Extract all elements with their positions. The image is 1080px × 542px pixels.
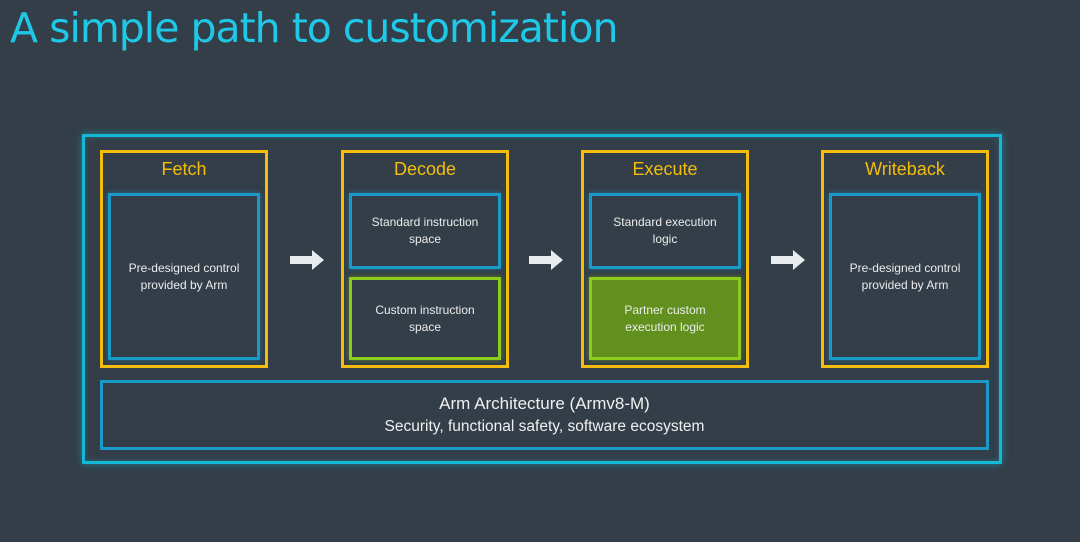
architecture-box: Arm Architecture (Armv8-M) Security, fun… [100,380,989,450]
standard-execution-box: Standard execution logic [589,193,741,269]
architecture-title: Arm Architecture (Armv8-M) [439,394,650,413]
stage-writeback: Writeback Pre-designed control provided … [821,150,989,368]
stage-title: Fetch [161,159,207,179]
box-label: Custom instruction space [375,302,475,334]
stage-decode: Decode Standard instruction space Custom… [341,150,509,368]
box-label: Partner custom execution logic [624,302,706,334]
stage-fetch: Fetch Pre-designed control provided by A… [100,150,268,368]
slide-title: A simple path to customization [10,4,618,52]
box-label: Standard instruction space [371,215,479,246]
fetch-control-box: Pre-designed control provided by Arm [108,193,260,360]
architecture-subtitle: Security, functional safety, software ec… [384,418,705,435]
box-label: Pre-designed control provided by Arm [849,260,961,292]
box-label: Pre-designed control provided by Arm [128,260,240,292]
standard-instruction-box: Standard instruction space [349,193,501,269]
stage-execute: Execute Standard execution logic Partner… [581,150,749,368]
stage-title: Writeback [865,159,945,179]
box-label: Standard execution logic [613,215,717,246]
arrow-right-icon [290,250,324,270]
partner-custom-execution-box: Partner custom execution logic [589,277,741,360]
arrow-right-icon [529,250,563,270]
writeback-control-box: Pre-designed control provided by Arm [829,193,981,360]
pipeline-container [82,134,1002,464]
arrow-right-icon [771,250,805,270]
custom-instruction-box: Custom instruction space [349,277,501,360]
stage-title: Decode [393,159,457,179]
stage-title: Execute [632,159,698,179]
